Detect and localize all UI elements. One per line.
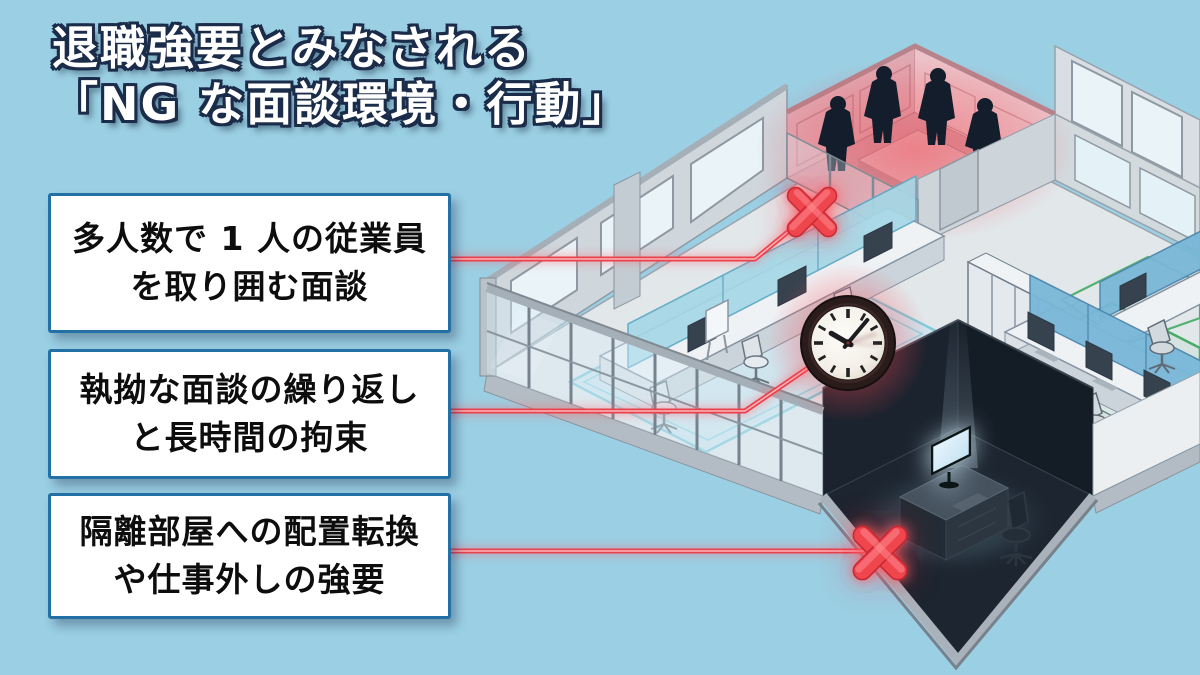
- keyboard: [952, 493, 988, 511]
- clock-icon: [768, 263, 928, 423]
- window: [1071, 59, 1123, 148]
- callout-text: 執拗な面談の繰り返し: [79, 370, 420, 410]
- x-icon: [852, 525, 908, 581]
- clock-ghost-hands: [844, 332, 878, 348]
- isolation-chair: [999, 490, 1033, 566]
- window: [1131, 90, 1183, 179]
- interior-column: [613, 171, 641, 310]
- page-title-line2: 「NG な面談環境・行動」: [52, 77, 631, 132]
- callout-text: を取り囲む面談: [130, 267, 369, 306]
- x-icon: [786, 186, 838, 238]
- window: [1074, 133, 1131, 210]
- glowing-monitor: [930, 424, 972, 489]
- back-left-wall: [479, 83, 789, 377]
- isolation-desk: [898, 424, 1010, 561]
- keyboards: [1034, 349, 1118, 391]
- page-title-line1: 退職強要とみなされる: [52, 21, 532, 75]
- callout-text: 隔離部屋への配置転換: [79, 512, 420, 552]
- callout-crowded-interview: 多人数で 1 人の従業員 を取り囲む面談: [48, 193, 451, 333]
- callout-text: 多人数で 1 人の従業員: [72, 219, 427, 259]
- callout-text: と長時間の拘束: [130, 418, 369, 457]
- callout-repeated-interview: 執拗な面談の繰り返し と長時間の拘束: [48, 349, 451, 479]
- page-title: 退職強要とみなされる 「NG な面談環境・行動」: [52, 20, 630, 132]
- callout-text: や仕事外しの強要: [113, 560, 386, 599]
- right-walls: [1054, 44, 1200, 254]
- corner-pillar: [479, 277, 497, 377]
- callout-isolation-room: 隔離部屋への配置転換 や仕事外しの強要: [48, 493, 451, 619]
- meeting-room-door: [939, 148, 979, 232]
- glass-wall: [485, 282, 825, 496]
- flipchart: [705, 298, 729, 361]
